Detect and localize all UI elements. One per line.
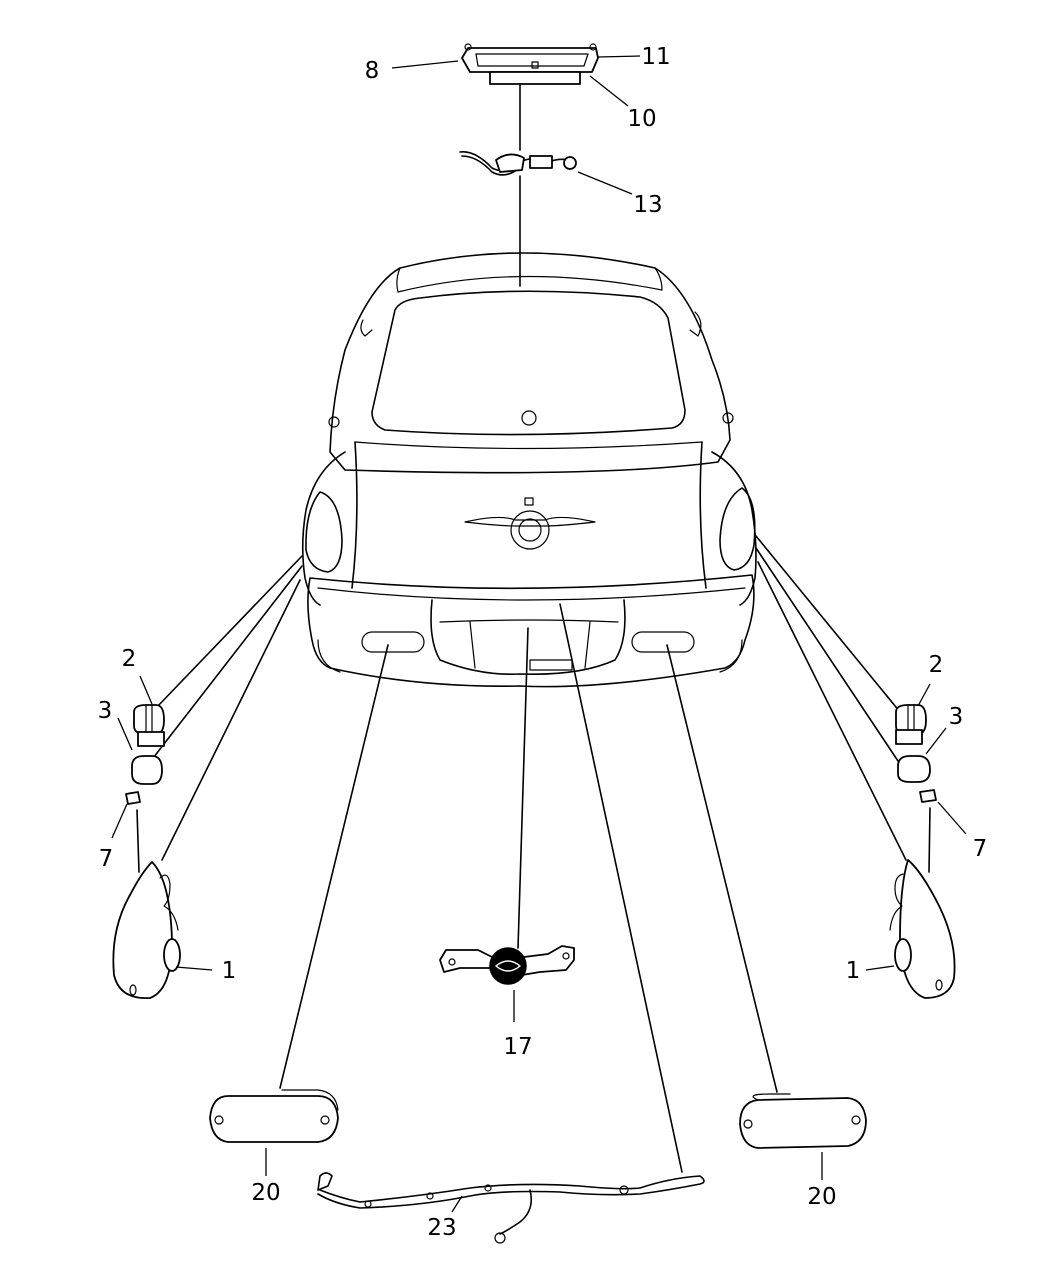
callout-13: 13	[633, 192, 662, 218]
callout-8: 8	[365, 58, 380, 84]
callout-20-left: 20	[251, 1180, 280, 1206]
high-mount-stop-lamp	[461, 43, 599, 151]
callout-7-right: 7	[973, 836, 988, 862]
left-tail-lamp-parts	[112, 555, 303, 999]
callout-7-left: 7	[99, 846, 114, 872]
vehicle-rear-body	[301, 252, 757, 688]
callout-labels: 8 11 10 13 2 3 7 1 2 3 7 1 17 20 20 23	[98, 44, 988, 1241]
callout-23: 23	[427, 1215, 456, 1241]
right-tail-lamp-parts	[755, 535, 956, 999]
callout-2-right: 2	[929, 652, 944, 678]
callout-2-left: 2	[122, 646, 137, 672]
callout-1-left: 1	[222, 958, 237, 984]
callout-20-right: 20	[807, 1184, 836, 1210]
left-reflector	[209, 644, 389, 1143]
right-reflector	[666, 644, 867, 1149]
callout-17: 17	[503, 1034, 532, 1060]
license-lamp	[439, 627, 575, 985]
rear-emblem	[464, 497, 596, 550]
callout-3-left: 3	[98, 698, 113, 724]
callout-leaders	[111, 55, 967, 1213]
callout-11: 11	[641, 44, 670, 70]
callout-10: 10	[627, 106, 656, 132]
callout-3-right: 3	[949, 704, 964, 730]
chmsl-wiring	[459, 151, 577, 287]
rear-wiring-harness	[317, 603, 705, 1244]
callout-1-right: 1	[846, 958, 861, 984]
